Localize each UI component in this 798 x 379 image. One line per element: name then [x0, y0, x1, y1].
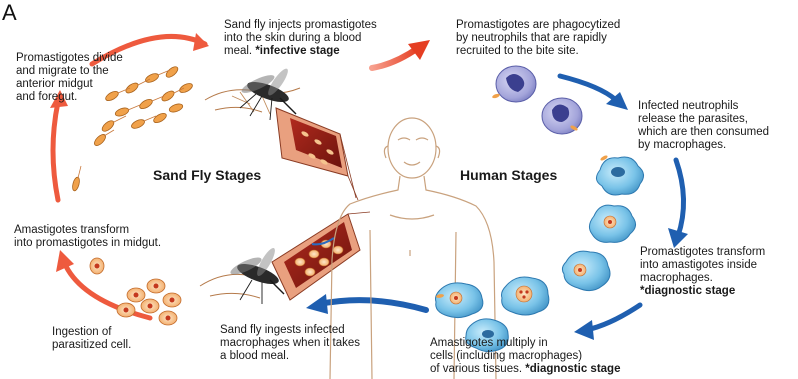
arrow-transform-to-multiply	[586, 305, 640, 330]
skin-inset-top	[276, 108, 358, 200]
step-transform-inside-text: Promastigotes transform into amastigotes…	[640, 246, 765, 298]
sand-fly-bottom-icon	[200, 246, 284, 304]
step-transform-inside-body: Promastigotes transform into amastigotes…	[640, 246, 765, 284]
diagnostic-stage-flag: *diagnostic stage	[640, 285, 735, 297]
arrow-inject-to-human	[372, 48, 418, 68]
step-ingests-text: Sand fly ingests infected macrophages wh…	[220, 324, 360, 363]
step-phagocytized-text: Promastigotes are phagocytized by neutro…	[456, 19, 620, 58]
macrophage-cell-icon	[502, 277, 549, 315]
step-released-text: Infected neutrophils release the parasit…	[638, 100, 769, 152]
neutrophil-cell-icon	[542, 98, 582, 134]
arrow-phagocytized-to-release	[560, 76, 616, 100]
macrophage-cell-icon	[589, 205, 635, 242]
skin-inset-bottom	[272, 212, 370, 300]
step-multiply-text: Amastigotes multiply in cells (including…	[430, 337, 620, 376]
arrowhead-icon	[306, 294, 328, 314]
arrow-multiply-to-ingests	[320, 300, 426, 310]
arrowhead-icon	[668, 228, 688, 248]
sand-fly-stages-title: Sand Fly Stages	[153, 167, 261, 183]
arrow-midgut-to-divide	[53, 102, 58, 200]
step-ingestion-text: Ingestion of parasitized cell.	[52, 326, 131, 352]
human-cycle-arrows	[306, 76, 688, 340]
neutrophil-cell-icon	[492, 66, 536, 102]
macrophage-cell-icon	[596, 154, 643, 195]
arrowhead-icon	[193, 33, 209, 51]
step-divide-text: Promastigotes divide and migrate to the …	[16, 52, 123, 104]
arrow-release-to-transform	[676, 160, 684, 236]
macrophage-cell-icon	[436, 283, 483, 318]
diagnostic-stage-flag: *diagnostic stage	[525, 363, 620, 375]
promastigote-icon	[71, 166, 81, 192]
step-transform-midgut-text: Amastigotes transform into promastigotes…	[14, 224, 161, 250]
human-stages-title: Human Stages	[460, 167, 557, 183]
infective-stage-flag: *infective stage	[255, 45, 339, 57]
step-injects-text: Sand fly injects promastigotes into the …	[224, 19, 377, 58]
macrophage-cell-icon	[562, 251, 610, 290]
panel-label: A	[2, 2, 17, 24]
